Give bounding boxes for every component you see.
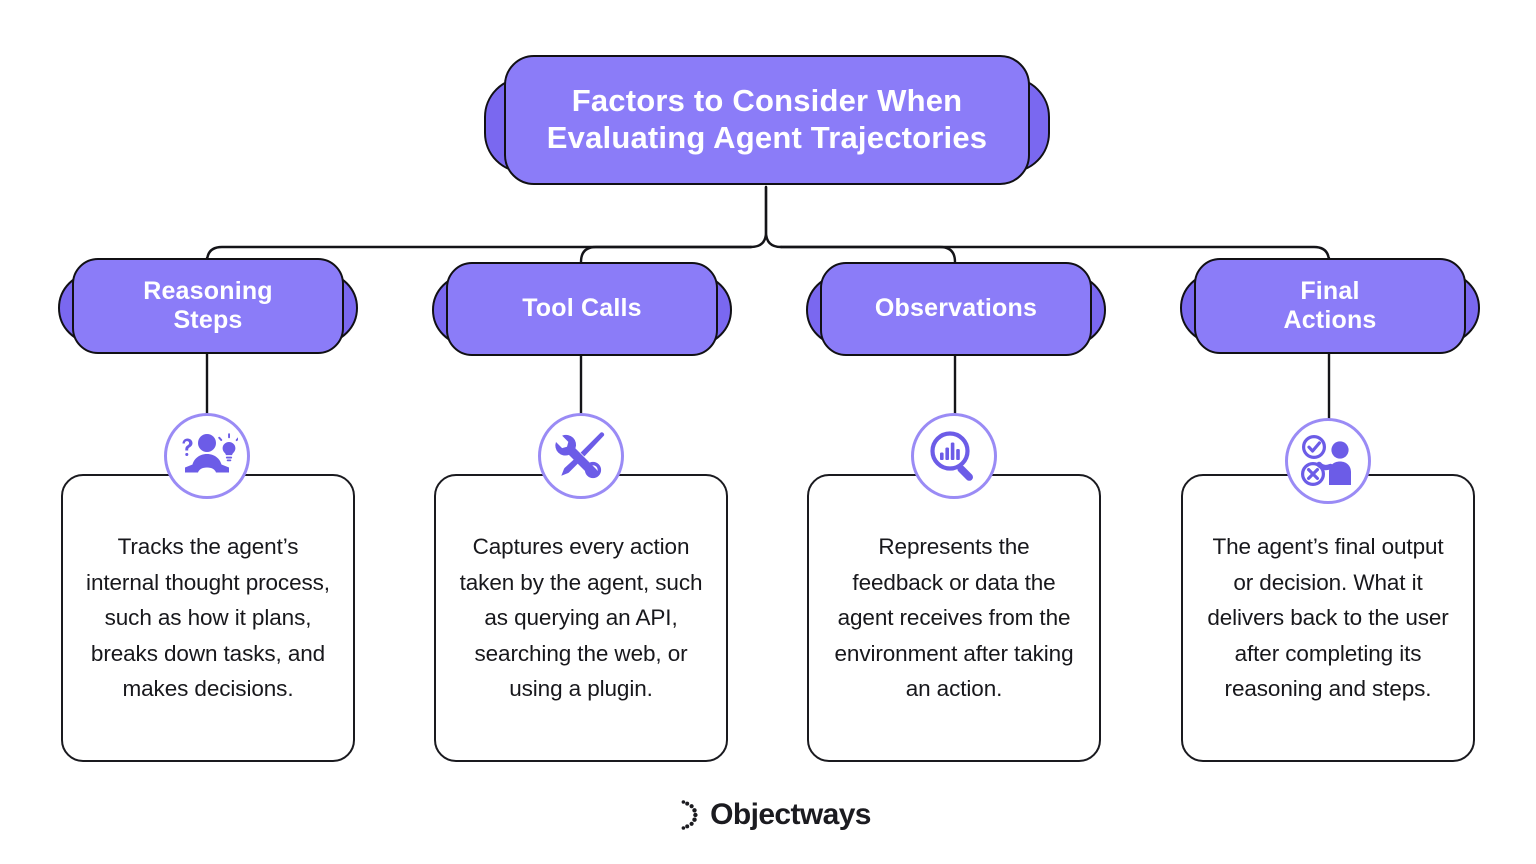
wrench-screwdriver-icon (555, 432, 605, 479)
branch-label-line-1: Observations (874, 294, 1038, 323)
icon-bubble-final-actions (1285, 418, 1371, 504)
icon-bubble-reasoning-steps (164, 413, 250, 499)
description-card-final-actions: The agent’s final output or decision. Wh… (1181, 474, 1475, 762)
diagram-title-node: Factors to Consider When Evaluating Agen… (484, 55, 1050, 195)
branch-label-line-1: Reasoning (143, 276, 273, 305)
person-question-lightbulb-icon (182, 433, 238, 473)
branch-label-line-1: Final (1300, 276, 1360, 305)
branch-label-line-1: Tool Calls (522, 294, 642, 323)
footer-logo: Objectways (0, 798, 1536, 832)
branch-node-face: Reasoning Steps (72, 258, 344, 354)
description-card-reasoning-steps: Tracks the agent’s internal thought proc… (61, 474, 355, 762)
branch-node-face: Tool Calls (446, 262, 718, 356)
person-check-cross-icon (1301, 435, 1351, 486)
branch-node-final-actions[interactable]: Final Actions (1180, 258, 1480, 362)
branch-label-line-2: Actions (1283, 306, 1377, 334)
branch-node-reasoning-steps[interactable]: Reasoning Steps (58, 258, 358, 362)
description-card-tool-calls: Captures every action taken by the agent… (434, 474, 728, 762)
magnifier-bar-chart-icon (930, 431, 974, 481)
icon-bubble-observations (911, 413, 997, 499)
branch-node-observations[interactable]: Observations (806, 262, 1106, 362)
description-card-observations: Represents the feedback or data the agen… (807, 474, 1101, 762)
title-node-face: Factors to Consider When Evaluating Agen… (504, 55, 1030, 185)
branch-node-face: Observations (820, 262, 1092, 356)
description-text: Tracks the agent’s internal thought proc… (86, 534, 330, 702)
branch-label-line-2: Steps (173, 306, 243, 334)
title-line-2: Evaluating Agent Trajectories (546, 120, 988, 155)
objectways-circle-logo (667, 800, 698, 830)
description-text: The agent’s final output or decision. Wh… (1207, 534, 1449, 702)
title-line-1: Factors to Consider When (571, 83, 963, 119)
description-text: Captures every action taken by the agent… (459, 534, 703, 702)
brand-name: Objectways (710, 798, 871, 831)
description-text: Represents the feedback or data the agen… (834, 534, 1074, 702)
branch-node-face: Final Actions (1194, 258, 1466, 354)
icon-bubble-tool-calls (538, 413, 624, 499)
branch-node-tool-calls[interactable]: Tool Calls (432, 262, 732, 362)
